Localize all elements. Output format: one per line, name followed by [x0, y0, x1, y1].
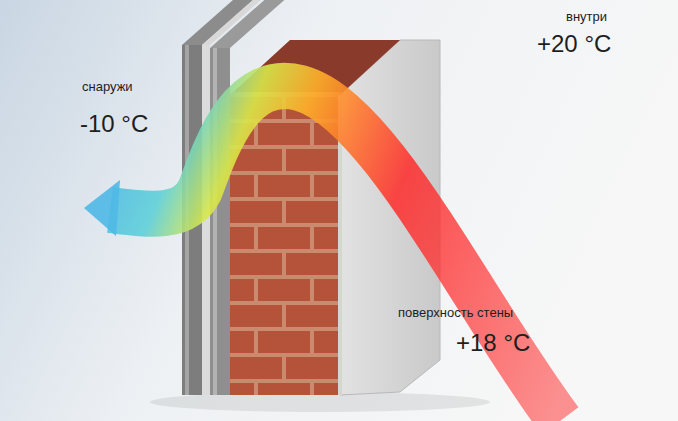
outside-temperature: -10 °C [80, 110, 148, 138]
wall-surface-temperature: +18 °C [456, 329, 530, 357]
wall-surface-label: поверхность стены [398, 306, 513, 321]
outside-label: снаружи [82, 80, 133, 95]
inside-label: внутри [566, 10, 607, 25]
inside-temperature: +20 °C [537, 30, 611, 58]
